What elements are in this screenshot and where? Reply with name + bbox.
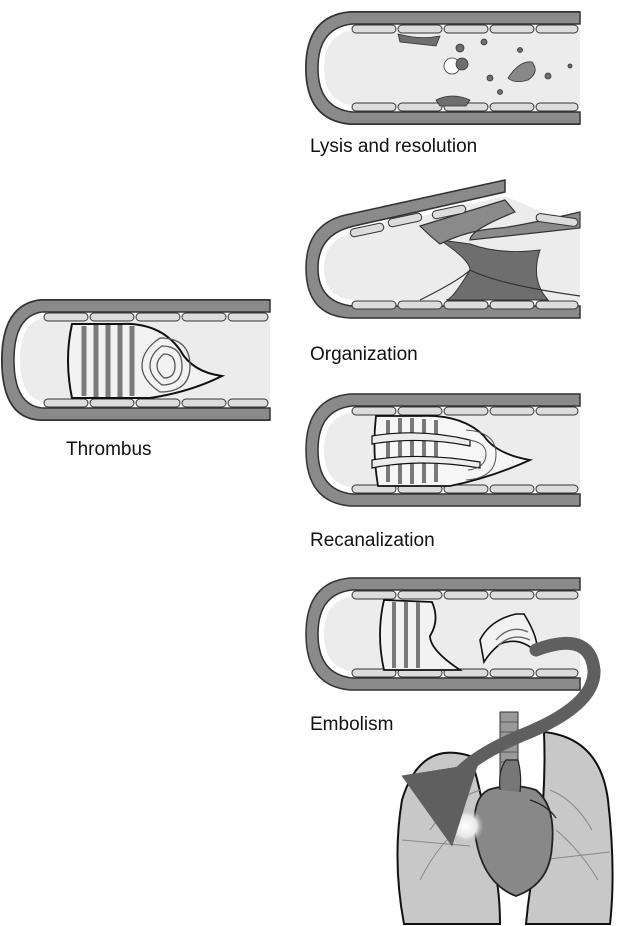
vessel-embolism [305, 577, 581, 691]
label-recanalization: Recanalization [310, 530, 435, 551]
embolus-site-glow [448, 808, 484, 844]
embolism-path-arrow [401, 636, 601, 847]
vessel-organization [305, 179, 581, 319]
vessel-recanalization [305, 393, 581, 507]
label-lysis: Lysis and resolution [310, 136, 477, 157]
label-thrombus: Thrombus [66, 439, 152, 460]
label-organization: Organization [310, 344, 418, 365]
label-embolism: Embolism [310, 714, 393, 735]
vessel-thrombus [0, 299, 271, 421]
vessel-lysis [304, 11, 581, 125]
